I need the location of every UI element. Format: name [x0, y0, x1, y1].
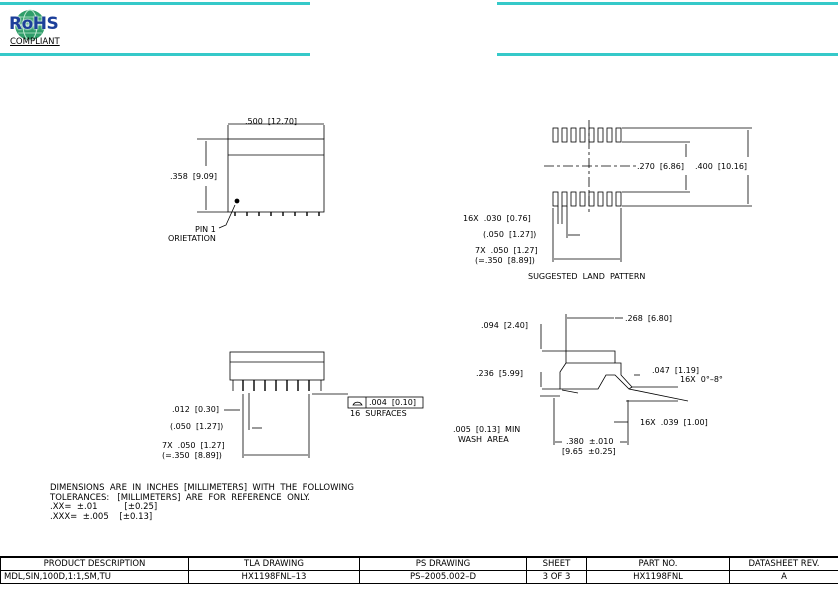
- top-view-width-dim: .500 [12.70]: [245, 117, 298, 126]
- header-bar-left-top: [0, 2, 310, 5]
- end-dim-380-mm: [9.65 ±0.25]: [562, 447, 616, 456]
- land-span-dim: 7X .050 [1.27]: [475, 246, 538, 255]
- value-ps-drawing: PS–2005.002–D: [359, 570, 527, 584]
- side-pitch-dim: (.050 [1.27]): [170, 422, 224, 431]
- end-view-body: [559, 350, 689, 402]
- end-dim-047: .047 [1.19]: [652, 366, 699, 375]
- land-dim-270: .270 [6.86]: [637, 162, 684, 171]
- flatness-tolerance: .004 [0.10]: [369, 398, 416, 407]
- wash-area-dim: .005 [0.13] MIN: [453, 425, 521, 434]
- top-view-pins: [234, 212, 320, 216]
- rohs-logo: RoHS COMPLIANT: [6, 8, 66, 48]
- wash-area-label: WASH AREA: [458, 435, 509, 444]
- end-dim-380: .380 ±.010: [566, 437, 614, 446]
- header-product-description: PRODUCT DESCRIPTION: [0, 556, 189, 571]
- header-datasheet-rev: DATASHEET REV.: [729, 556, 838, 571]
- title-block: PRODUCT DESCRIPTION TLA DRAWING PS DRAWI…: [0, 556, 838, 586]
- side-span-total-dim: (=.350 [8.89]): [162, 451, 222, 460]
- end-lead-angle: 16X 0°–8°: [680, 375, 723, 384]
- header-tla-drawing: TLA DRAWING: [188, 556, 360, 571]
- top-view-body: [227, 123, 325, 213]
- value-tla-drawing: HX1198FNL–13: [188, 570, 360, 584]
- pin1-label: PIN 1: [195, 225, 216, 234]
- title-block-value-row: MDL,SIN,100D,1:1,SM,TU HX1198FNL–13 PS–2…: [0, 570, 838, 584]
- side-view-body: [229, 351, 325, 391]
- rohs-logo-subtext: COMPLIANT: [10, 37, 60, 47]
- land-span-total-dim: (=.350 [8.89]): [475, 256, 535, 265]
- header-sheet: SHEET: [526, 556, 587, 571]
- end-dim-039: 16X .039 [1.00]: [640, 418, 708, 427]
- land-pitch-dim: (.050 [1.27]): [483, 230, 537, 239]
- globe-icon: [15, 9, 45, 41]
- pin1-orientation-label: ORIETATION: [168, 234, 216, 243]
- header-part-no: PART NO.: [586, 556, 730, 571]
- land-pattern-pads: [552, 127, 622, 207]
- header-ps-drawing: PS DRAWING: [359, 556, 527, 571]
- flatness-surfaces: 16 SURFACES: [350, 409, 407, 418]
- value-datasheet-rev: A: [729, 570, 838, 584]
- header-bar-left-bottom: [0, 53, 310, 56]
- land-dim-400: .400 [10.16]: [695, 162, 748, 171]
- title-block-header-row: PRODUCT DESCRIPTION TLA DRAWING PS DRAWI…: [0, 556, 838, 571]
- land-pad-width-dim: 16X .030 [0.76]: [463, 214, 531, 223]
- rohs-logo-text: RoHS: [9, 14, 59, 34]
- end-dim-094: .094 [2.40]: [481, 321, 528, 330]
- side-span-dim: 7X .050 [1.27]: [162, 441, 225, 450]
- side-lead-dim: .012 [0.30]: [172, 405, 219, 414]
- end-dim-268: .268 [6.80]: [625, 314, 672, 323]
- side-view-pins: [242, 380, 310, 391]
- value-product-description: MDL,SIN,100D,1:1,SM,TU: [0, 570, 189, 584]
- tolerance-notes: DIMENSIONS ARE IN INCHES [MILLIMETERS] W…: [50, 483, 354, 522]
- header-bar-right-bottom: [497, 53, 838, 56]
- top-view-height-dim: .358 [9.09]: [170, 172, 217, 181]
- end-dim-236: .236 [5.99]: [476, 369, 523, 378]
- header-bar-right-top: [497, 2, 838, 5]
- value-part-no: HX1198FNL: [586, 570, 730, 584]
- value-sheet: 3 OF 3: [526, 570, 587, 584]
- land-pattern-caption: SUGGESTED LAND PATTERN: [528, 272, 646, 281]
